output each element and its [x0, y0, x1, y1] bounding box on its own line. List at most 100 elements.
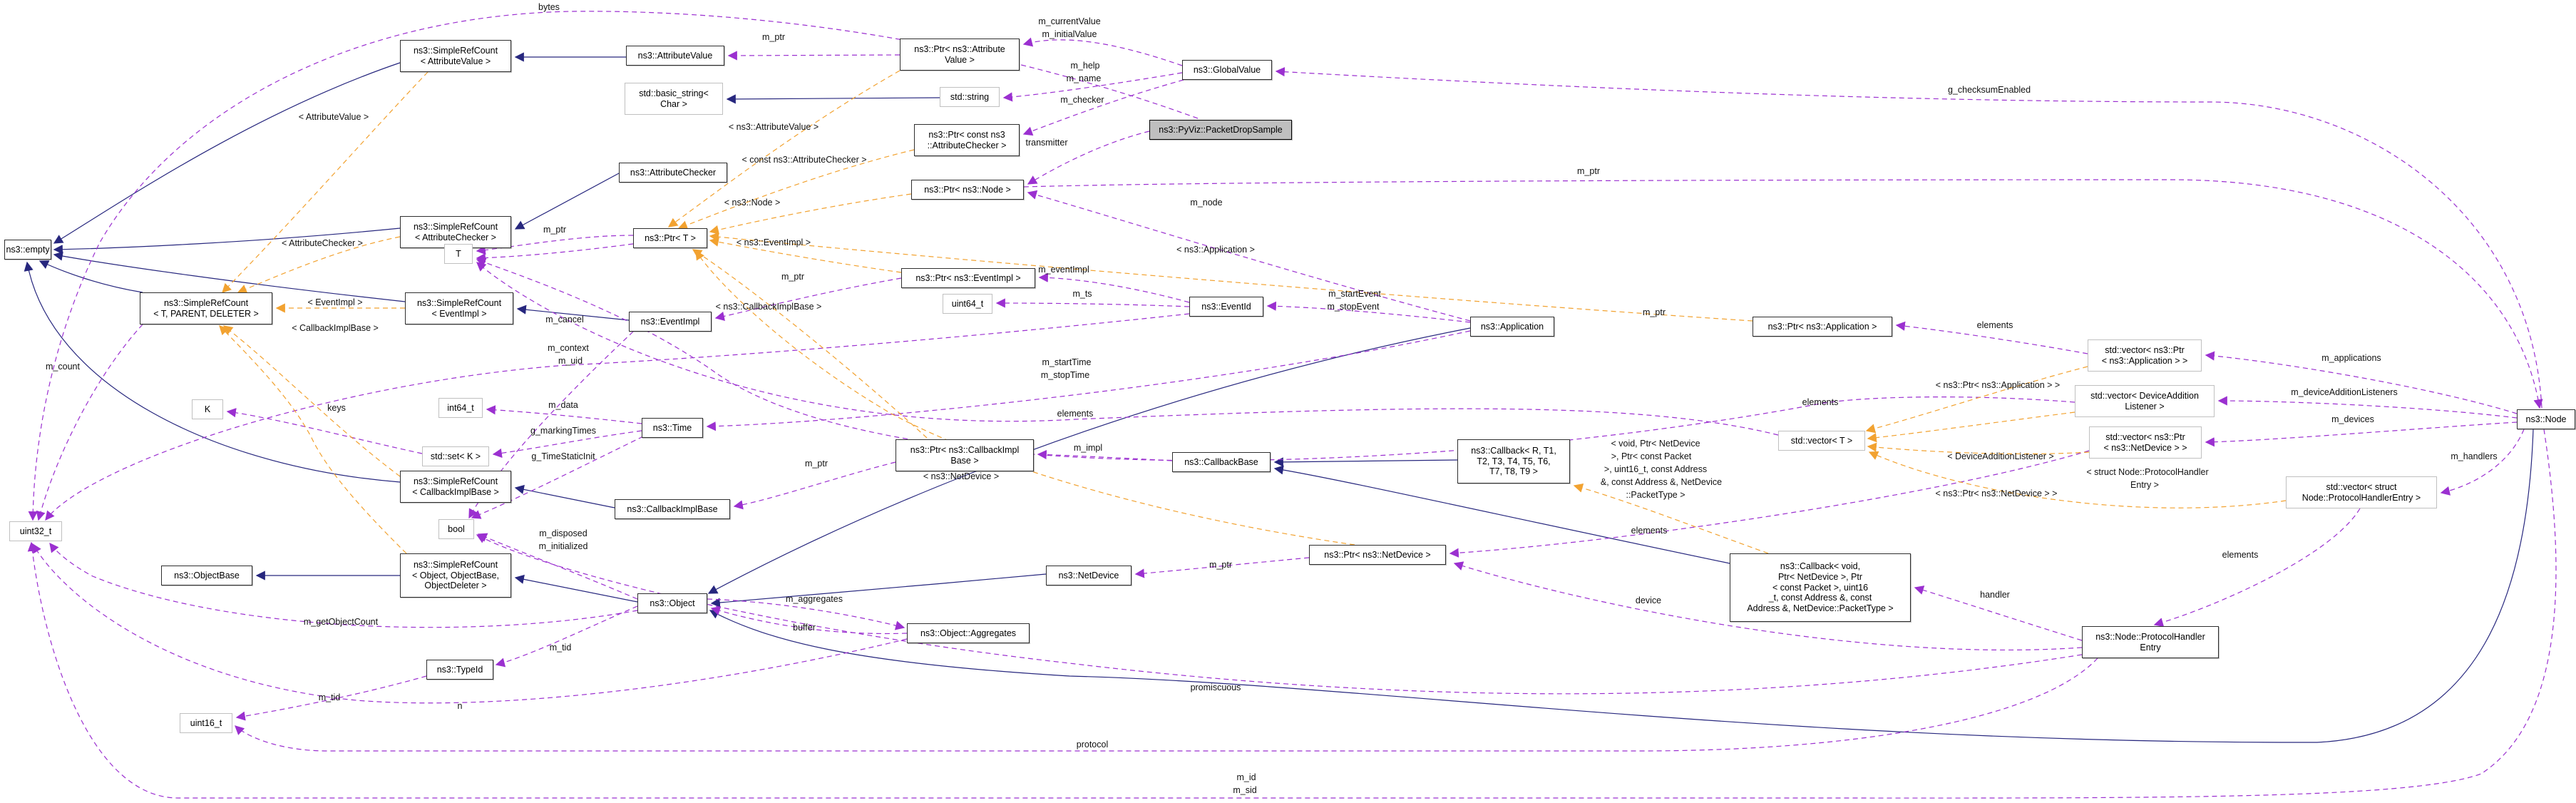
- class-node-t[interactable]: T: [444, 244, 473, 264]
- class-node-typeid[interactable]: ns3::TypeId: [426, 660, 493, 680]
- edge-label: >, uint16_t, const Address: [1603, 464, 1708, 474]
- edge-mapplications-node-vecapp: [2205, 351, 2518, 414]
- class-node-k[interactable]: K: [192, 399, 223, 419]
- class-node-label: Node::ProtocolHandlerEntry >: [2302, 492, 2421, 503]
- class-node-ptr-node[interactable]: ns3::Ptr< ns3::Node >: [911, 180, 1024, 200]
- class-node-netdevice[interactable]: ns3::NetDevice: [1046, 566, 1132, 585]
- edge-mptr-ptrnode-node: [1023, 179, 2543, 409]
- class-node-label: ns3::GlobalValue: [1193, 64, 1261, 75]
- class-node-time[interactable]: ns3::Time: [642, 418, 703, 438]
- edge-elements-vecdal-t: [476, 257, 2075, 461]
- edge-label: elements: [1802, 397, 1839, 407]
- class-node-node[interactable]: ns3::Node: [2517, 409, 2575, 429]
- class-node-ptr-t[interactable]: ns3::Ptr< T >: [633, 228, 707, 248]
- class-node-callbackbase[interactable]: ns3::CallbackBase: [1172, 452, 1271, 472]
- class-node-simplerefcount-callbackimplbase[interactable]: ns3::SimpleRefCount< CallbackImplBase >: [400, 471, 511, 503]
- class-node-label: < ns3::NetDevice > >: [2103, 442, 2187, 453]
- edge-label: m_help: [1070, 61, 1100, 71]
- class-node-label: < const Packet >, uint16: [1772, 582, 1869, 593]
- edge-tmpl-vecdal-vectort: [1867, 411, 2075, 443]
- class-node-label: < EventImpl >: [431, 308, 487, 319]
- edge-tmpl-srcobj-srctpd: [219, 325, 407, 554]
- edge-label: elements: [1631, 526, 1668, 536]
- class-node-eventid[interactable]: ns3::EventId: [1189, 297, 1263, 317]
- class-node-label: < Object, ObjectBase,: [412, 570, 499, 580]
- edge-attributechecker-to-simplerefcount: [514, 173, 620, 230]
- edge-tmpl-vecnd-vectort: [1867, 442, 2090, 455]
- edge-label: < ns3::NetDevice >: [923, 471, 1000, 481]
- class-node-ptr-const-attributechecker[interactable]: ns3::Ptr< const ns3::AttributeChecker >: [914, 124, 1020, 156]
- class-node-empty[interactable]: ns3::empty: [4, 240, 51, 260]
- class-node-label: ns3::Ptr< ns3::EventImpl >: [915, 272, 1021, 283]
- class-node-ptr-netdevice[interactable]: ns3::Ptr< ns3::NetDevice >: [1309, 545, 1446, 565]
- class-node-ptr-eventimpl[interactable]: ns3::Ptr< ns3::EventImpl >: [901, 268, 1035, 288]
- edge-label: m_name: [1066, 73, 1102, 83]
- edge-label: < void, Ptr< NetDevice: [1611, 439, 1700, 449]
- edge-tmpl-srcac-srctpd: [237, 236, 401, 294]
- class-node-label: uint64_t: [951, 298, 984, 309]
- edge-mdevices-node-vecnd: [2205, 421, 2518, 447]
- class-node-vector-ptr-application[interactable]: std::vector< ns3::Ptr< ns3::Application …: [2088, 339, 2202, 372]
- class-node-simplerefcount-t-parent-deleter[interactable]: ns3::SimpleRefCount< T, PARENT, DELETER …: [140, 292, 272, 324]
- edge-elements-vecapp-ptrapp: [1895, 321, 2088, 354]
- edge-label: m_ptr: [543, 225, 566, 235]
- edge-label: Entry >: [2130, 480, 2159, 490]
- class-node-vector-ptr-netdevice[interactable]: std::vector< ns3::Ptr< ns3::NetDevice > …: [2089, 426, 2202, 459]
- class-node-label: < AttributeChecker >: [415, 232, 496, 242]
- edge-label: < ns3::AttributeValue >: [728, 122, 819, 132]
- edge-label: protocol: [1076, 740, 1109, 750]
- class-node-std-set-k[interactable]: std::set< K >: [422, 446, 489, 466]
- class-node-label: ns3::Ptr< const ns3: [928, 129, 1005, 140]
- edge-label: m_deviceAdditionListeners: [2291, 387, 2398, 397]
- class-node-callback-void-netdevice[interactable]: ns3::Callback< void,Ptr< NetDevice >, Pt…: [1730, 553, 1911, 622]
- class-node-pyviz-packetdropsample[interactable]: ns3::PyViz::PacketDropSample: [1149, 120, 1292, 140]
- class-node-label: std::vector< DeviceAddition: [2090, 390, 2199, 401]
- edge-mptr-ptrav-attributevalue: [727, 51, 900, 61]
- class-node-uint32-t[interactable]: uint32_t: [9, 521, 62, 541]
- class-node-label: ns3::CallbackImplBase: [627, 503, 718, 514]
- edge-srctpd-to-empty: [39, 260, 143, 293]
- class-node-basic-string[interactable]: std::basic_string<Char >: [625, 83, 723, 115]
- edge-mtid-typeid-uint16: [235, 675, 427, 721]
- edge-maggregates-object-aggregates: [707, 598, 905, 630]
- class-node-application[interactable]: ns3::Application: [1470, 317, 1554, 337]
- class-node-uint64-t[interactable]: uint64_t: [943, 294, 992, 314]
- edge-tmpl-ptrav-ptrt: [667, 70, 900, 227]
- class-node-int64-t[interactable]: int64_t: [438, 398, 483, 418]
- class-node-uint16-t[interactable]: uint16_t: [180, 713, 232, 733]
- class-node-object[interactable]: ns3::Object: [637, 593, 707, 613]
- class-node-object-aggregates[interactable]: ns3::Object::Aggregates: [907, 623, 1030, 643]
- edge-label: < const ns3::AttributeChecker >: [742, 155, 867, 165]
- edge-currentvalue-globalvalue-ptrav: [1022, 37, 1183, 66]
- class-node-attributevalue[interactable]: ns3::AttributeValue: [626, 46, 724, 66]
- edge-label: m_applications: [2321, 353, 2381, 363]
- class-node-simplerefcount-attributevalue[interactable]: ns3::SimpleRefCount< AttributeValue >: [400, 40, 511, 72]
- edge-label: < ns3::CallbackImplBase >: [715, 302, 822, 312]
- edge-application-to-object: [707, 327, 1471, 594]
- class-node-callbackimplbase[interactable]: ns3::CallbackImplBase: [615, 499, 730, 519]
- edge-eventimpl-to-srcei: [516, 305, 630, 321]
- class-node-simplerefcount-eventimpl[interactable]: ns3::SimpleRefCount< EventImpl >: [405, 292, 513, 324]
- class-node-attributechecker[interactable]: ns3::AttributeChecker: [619, 163, 727, 183]
- edge-object-to-srcobject: [514, 574, 638, 603]
- class-node-objectbase[interactable]: ns3::ObjectBase: [161, 566, 252, 585]
- class-node-simplerefcount-attributechecker[interactable]: ns3::SimpleRefCount< AttributeChecker >: [400, 216, 511, 248]
- class-node-label: ns3::SimpleRefCount: [413, 559, 498, 570]
- class-node-globalvalue[interactable]: ns3::GlobalValue: [1182, 60, 1272, 80]
- class-node-ptr-application[interactable]: ns3::Ptr< ns3::Application >: [1753, 317, 1892, 337]
- class-node-label: ns3::Application: [1480, 321, 1544, 332]
- class-node-bool[interactable]: bool: [438, 519, 474, 539]
- class-node-eventimpl[interactable]: ns3::EventImpl: [629, 312, 712, 332]
- edge-elements-vecnd-ptrnd: [1449, 450, 2090, 558]
- edge-mts-eventid-uint64: [995, 298, 1190, 308]
- class-node-std-vector-t[interactable]: std::vector< T >: [1778, 431, 1865, 451]
- class-node-std-string[interactable]: std::string: [940, 87, 1000, 107]
- class-node-callback-r-t1-t9[interactable]: ns3::Callback< R, T1,T2, T3, T4, T5, T6,…: [1457, 439, 1570, 484]
- class-node-simplerefcount-object[interactable]: ns3::SimpleRefCount< Object, ObjectBase,…: [400, 553, 511, 598]
- edge-label: m_startEvent: [1328, 289, 1381, 299]
